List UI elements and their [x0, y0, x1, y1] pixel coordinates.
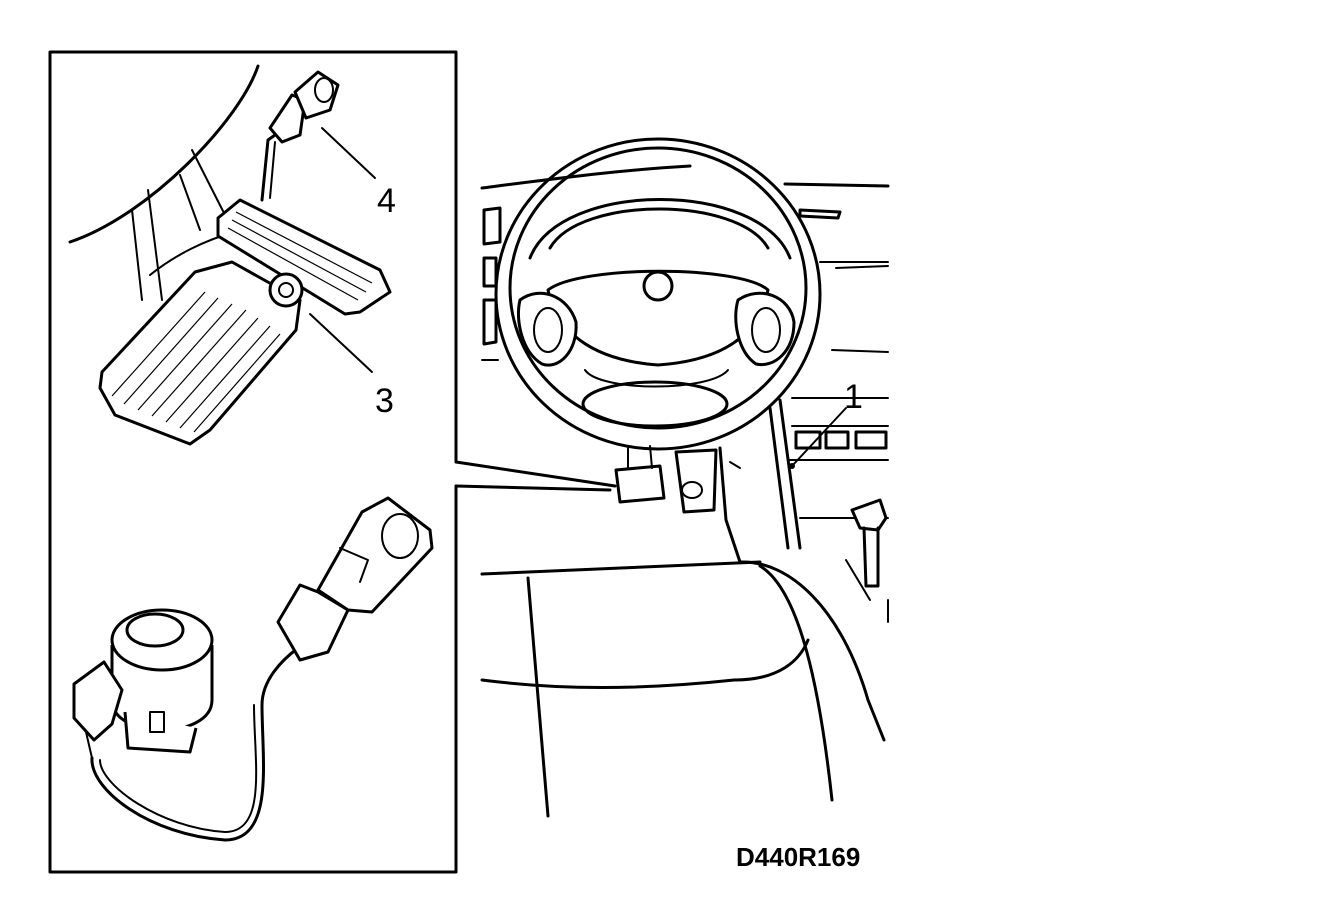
steering-wheel — [494, 137, 822, 451]
inset-leader-bottom — [454, 484, 612, 492]
center-console — [787, 397, 889, 623]
connector-4 — [268, 70, 340, 144]
dashboard-curve — [68, 64, 260, 244]
brake-pedal-ribs — [111, 291, 281, 433]
wiring-harness — [718, 446, 742, 564]
dash-slot — [798, 208, 842, 220]
leader-1-dot — [789, 463, 795, 469]
dashboard-trim — [819, 211, 889, 353]
pedal-location-marker — [614, 464, 666, 504]
callout-3: 3 — [375, 382, 394, 420]
accelerator-pedal-ribs — [227, 211, 373, 301]
inset-frame — [48, 50, 458, 874]
inset-leader-top — [454, 460, 617, 488]
leader-1 — [791, 407, 847, 467]
car-interior-view: 1 — [480, 137, 890, 818]
figure-code: D440R169 — [736, 842, 860, 872]
driver-seat — [480, 560, 886, 818]
callout-4: 4 — [377, 182, 396, 220]
left-vent-stack — [481, 206, 502, 361]
brake-pedal — [98, 260, 302, 446]
switch-cable-lower — [90, 646, 300, 842]
switch-on-pedal — [268, 272, 304, 308]
brake-light-switch-detail — [72, 608, 214, 759]
leader-4 — [321, 127, 376, 179]
inset-detail-panel: 4 3 — [48, 50, 617, 874]
accelerator-pedal — [216, 198, 392, 316]
door-edge — [768, 398, 802, 550]
callout-1: 1 — [844, 378, 863, 416]
pedal-bracket — [131, 149, 226, 301]
lower-connector — [276, 496, 434, 662]
leader-3 — [309, 313, 373, 373]
dashboard-top — [480, 164, 890, 190]
pedal-area — [614, 445, 741, 514]
